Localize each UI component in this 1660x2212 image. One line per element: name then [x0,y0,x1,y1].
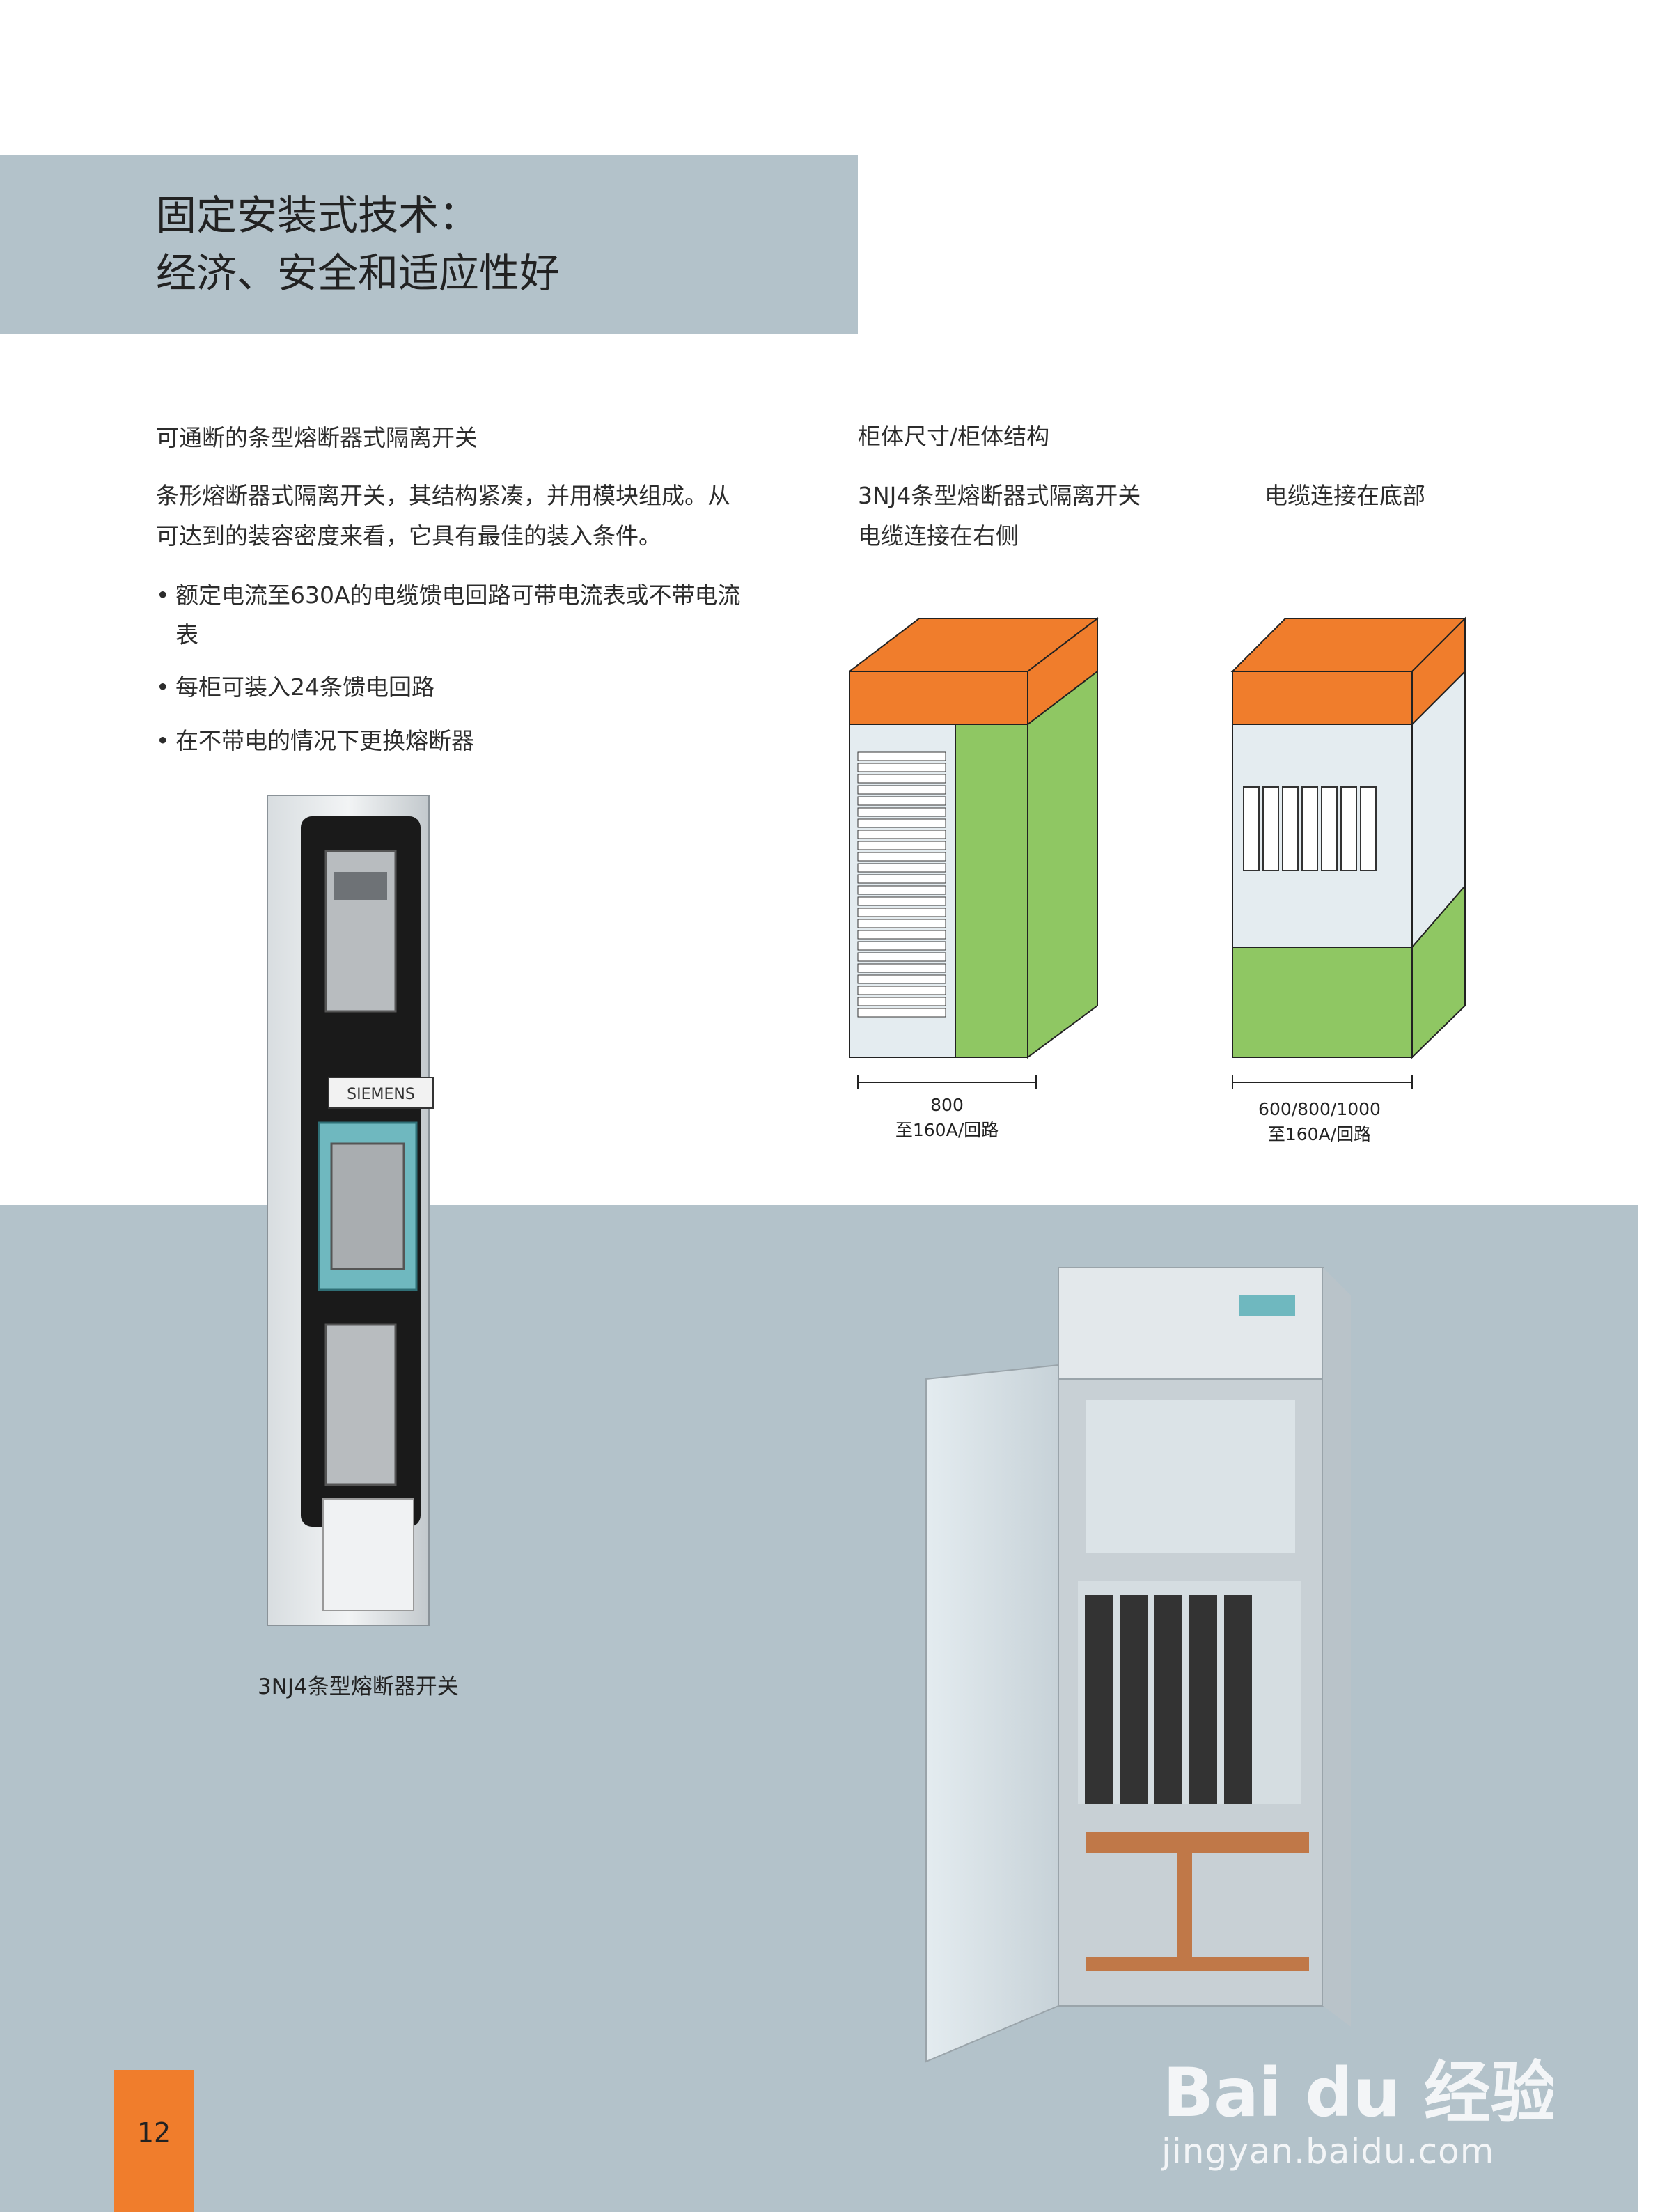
section-heading-fuse-switch: 可通断的条型熔断器式隔离开关 [156,424,478,451]
fuse-strip [857,841,946,850]
fuse-strip [857,852,946,862]
fuse-switch-photo: SIEMENS [267,795,434,1626]
bullet-item-2: 每柜可装入24条馈电回路 [175,673,434,701]
diagram-right-label: 电缆连接在底部 [1264,482,1425,509]
dimension-width-left: 800 [930,1095,964,1115]
fuse-strip [857,863,946,873]
fuse-strip [857,986,946,995]
fuse-strip [857,896,946,906]
watermark-logo-text: Bai du 经验 [1163,2054,1553,2130]
diagram-left-label-line-2: 电缆连接在右侧 [858,522,1019,550]
intro-paragraph-line-1: 条形熔断器式隔离开关，其结构紧凑，并用模块组成。从 [156,482,730,509]
bullet-item-3: 在不带电的情况下更换熔断器 [175,727,474,754]
diagram-left-label-line-1: 3NJ4条型熔断器式隔离开关 [858,482,1141,509]
fuse-strip [857,796,946,806]
baidu-watermark-logo: Bai du 经验 [1163,2054,1553,2130]
fuse-strip [1282,786,1299,871]
fuse-strip [857,908,946,917]
fuse-strip [857,874,946,884]
bullet-marker: • [156,673,170,701]
fuse-switch-row [1085,1595,1252,1804]
watermark-url: jingyan.baidu.com [1161,2131,1495,2172]
page-title-line-2: 经济、安全和适应性好 [156,249,561,297]
fuse-brand-label: SIEMENS [347,1086,415,1103]
fuse-strip [1360,786,1377,871]
fuse-switch-caption: 3NJ4条型熔断器开关 [258,1674,459,1699]
intro-paragraph-line-2: 可达到的装容密度来看，它具有最佳的装入条件。 [156,522,661,550]
fuse-strip [857,807,946,817]
fuse-strip [1321,786,1338,871]
fuse-strip [857,818,946,828]
fuse-strip [857,830,946,839]
cabinet-side-face [1027,669,1098,1059]
bullet-item-1-line-2: 表 [175,621,198,648]
fuse-strip [1243,786,1260,871]
fuse-strip [857,997,946,1006]
fuse-strip [857,1008,946,1018]
bullet-marker: • [156,582,170,609]
fuse-strip [857,941,946,951]
fuse-strip [857,751,946,761]
cabinet-roof-front [849,671,1028,725]
fuse-strip-rows [857,751,946,1018]
page-number-box [114,2070,194,2212]
page-number: 12 [136,2117,171,2148]
fuse-strip [857,974,946,984]
cabinet-diagram-bottom-cable [1230,616,1467,1089]
header-band [0,155,858,334]
fuse-strip [857,919,946,928]
fuse-strip [857,930,946,940]
fuse-strip [1301,786,1318,871]
cabinet-roof-side [1027,616,1098,726]
dimension-width-right: 600/800/1000 [1258,1099,1381,1119]
bullet-marker: • [156,727,170,754]
fuse-strip [857,963,946,973]
page-title-line-1: 固定安装式技术： [156,192,480,239]
fuse-strip [857,785,946,795]
fuse-strip [1340,786,1357,871]
fuse-strip [1262,786,1279,871]
cabinet-side-face-lower [1411,884,1466,1059]
rating-right: 至160A/回路 [1267,1124,1372,1144]
cabinet-diagram-side-cable [849,616,1099,1089]
section-heading-cabinet-dimensions: 柜体尺寸/柜体结构 [858,423,1050,450]
bullet-item-1-line-1: 额定电流至630A的电缆馈电回路可带电流表或不带电流 [175,582,741,609]
cable-compartment [1232,947,1413,1058]
fuse-strip [857,774,946,784]
switchgear-cabinet-photo [925,1267,1351,2063]
fuse-strip [857,952,946,962]
fuse-strip [857,885,946,895]
cabinet-roof-front [1232,671,1413,725]
cable-compartment [955,724,1028,1058]
fuse-strip-columns [1243,786,1377,871]
fuse-strip [857,763,946,772]
cabinet-roof-side [1411,616,1466,726]
rating-left: 至160A/回路 [895,1120,999,1140]
